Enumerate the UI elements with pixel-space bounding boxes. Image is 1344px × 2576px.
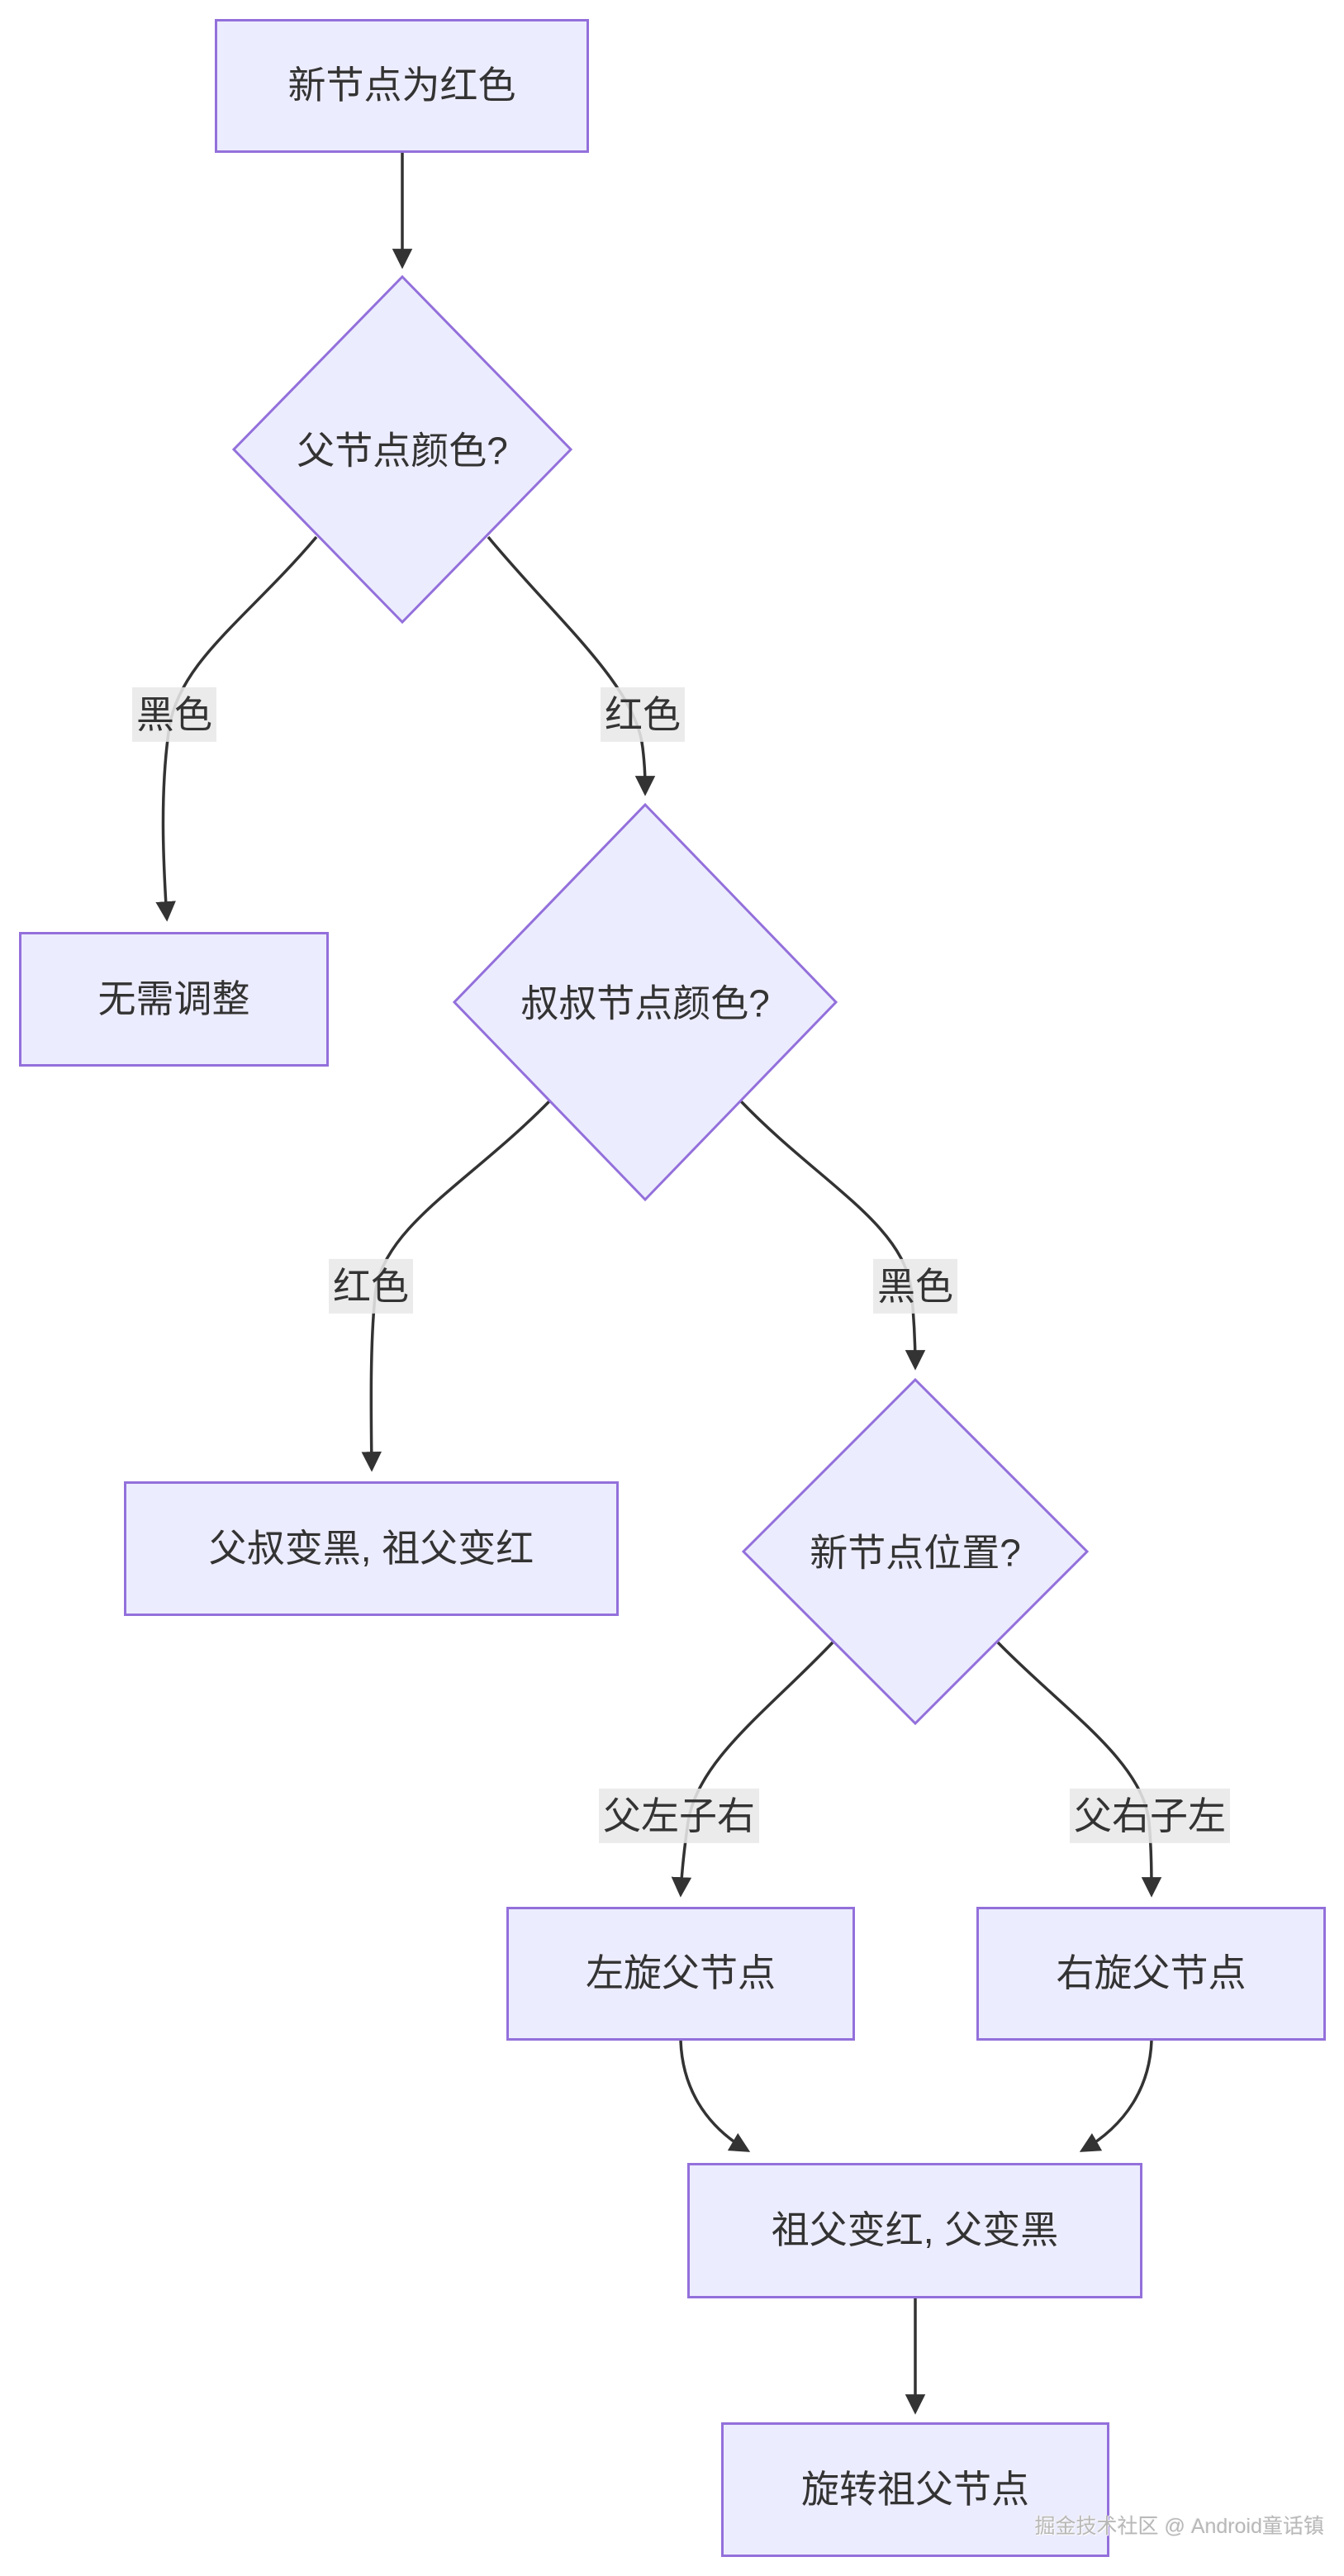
edge-label-parent-right-child-left: 父右子左 bbox=[1070, 1788, 1230, 1844]
node-recolor-parent-uncle: 父叔变黑, 祖父变红 bbox=[124, 1481, 619, 1616]
decision-new-position bbox=[741, 1377, 1090, 1726]
edge-position-to-rotate-left bbox=[671, 1641, 834, 1898]
decision-new-position-label: 新节点位置? bbox=[810, 1531, 1021, 1575]
decision-uncle-color-label: 叔叔节点颜色? bbox=[520, 981, 770, 1025]
node-rotate-left-parent: 左旋父节点 bbox=[506, 1907, 855, 2041]
edge-rotate-right-to-recolor-grandparent bbox=[1079, 2040, 1153, 2152]
node-no-adjust: 无需调整 bbox=[19, 932, 329, 1067]
node-recolor-grandparent: 祖父变红, 父变黑 bbox=[687, 2163, 1142, 2298]
edge-label-uncle-black: 黑色 bbox=[873, 1258, 957, 1314]
edge-label-uncle-red: 红色 bbox=[329, 1258, 413, 1314]
edge-rotate-left-to-recolor-grandparent bbox=[679, 2040, 751, 2152]
edge-label-parent-black: 黑色 bbox=[132, 687, 216, 743]
edge-position-to-rotate-right bbox=[996, 1641, 1162, 1898]
edge-label-parent-left-child-right: 父左子右 bbox=[599, 1788, 759, 1844]
edge-parent-red-to-uncle-color bbox=[487, 535, 656, 796]
decision-uncle-color bbox=[452, 802, 838, 1202]
node-rotate-right-parent: 右旋父节点 bbox=[976, 1907, 1326, 2041]
node-new-node-red: 新节点为红色 bbox=[215, 19, 589, 153]
watermark: 掘金技术社区 @ Android童话镇 bbox=[1034, 2515, 1324, 2538]
edge-uncle-black-to-position bbox=[738, 1099, 926, 1371]
edge-label-parent-red: 红色 bbox=[601, 687, 685, 743]
node-rotate-grandparent: 旋转祖父节点 bbox=[721, 2422, 1109, 2557]
decision-parent-color bbox=[231, 274, 573, 625]
decision-parent-color-label: 父节点颜色? bbox=[297, 429, 508, 473]
